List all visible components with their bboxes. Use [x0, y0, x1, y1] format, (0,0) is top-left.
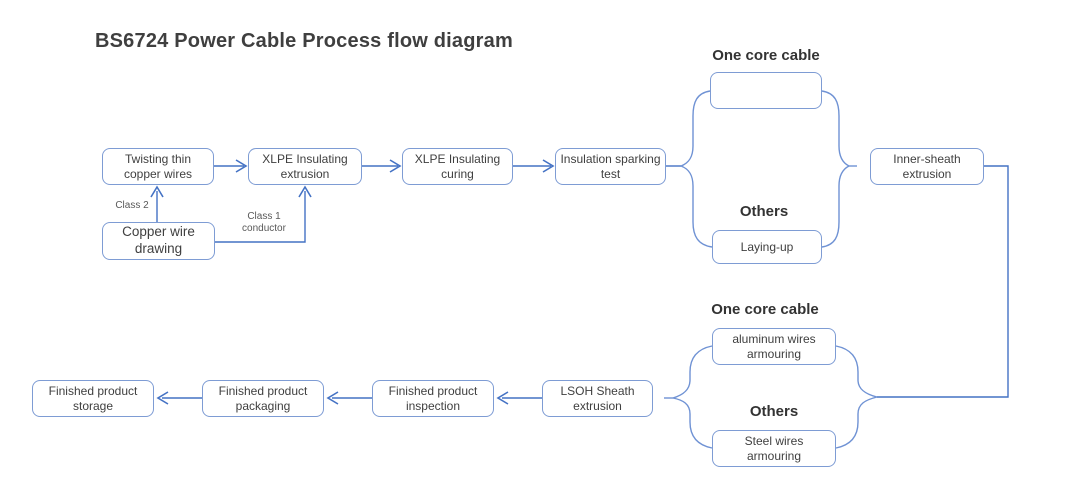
node-copper-wire-drawing: Copper wire drawing: [102, 222, 215, 260]
branch-brace-top-left: [680, 90, 713, 248]
edge-label-class-1-conductor: Class 1 conductor: [242, 211, 286, 234]
branch-brace-top-right: [821, 90, 857, 248]
node-label: Finished product inspection: [388, 383, 478, 413]
node-label: Laying-up: [740, 239, 794, 254]
node-label: LSOH Sheath extrusion: [560, 383, 635, 413]
node-label: Twisting thin copper wires: [123, 151, 193, 181]
node-twisting-thin-copper-wires: Twisting thin copper wires: [102, 148, 214, 185]
branch-label-one-core-cable-top: One core cable: [712, 47, 820, 64]
node-lsoh-sheath-extrusion: LSOH Sheath extrusion: [542, 380, 653, 417]
branch-label-one-core-cable-bottom: One core cable: [711, 301, 819, 318]
node-xlpe-insulating-curing: XLPE Insulating curing: [402, 148, 513, 185]
node-finished-product-inspection: Finished product inspection: [372, 380, 494, 417]
node-laying-up: Laying-up: [712, 230, 822, 264]
node-aluminum-wires-armouring: aluminum wires armouring: [712, 328, 836, 365]
node-finished-product-storage: Finished product storage: [32, 380, 154, 417]
node-inner-sheath-extrusion: Inner-sheath extrusion: [870, 148, 984, 185]
node-label: aluminum wires armouring: [732, 331, 816, 361]
diagram-title: BS6724 Power Cable Process flow diagram: [95, 30, 513, 52]
node-label: XLPE Insulating curing: [414, 151, 501, 181]
node-label: Inner-sheath extrusion: [893, 151, 961, 181]
branch-brace-bottom-left: [664, 345, 713, 449]
node-label: XLPE Insulating extrusion: [262, 151, 348, 181]
node-label: Steel wires armouring: [744, 433, 804, 463]
node-label: Copper wire drawing: [122, 224, 195, 256]
branch-brace-bottom-right: [835, 345, 878, 449]
node-label: Finished product storage: [48, 383, 138, 413]
node-xlpe-insulating-extrusion: XLPE Insulating extrusion: [248, 148, 362, 185]
node-insulation-sparking-test: Insulation sparking test: [555, 148, 666, 185]
flow-arrows: [150, 159, 1009, 405]
edge-label-class-2: Class 2: [115, 200, 149, 211]
node-finished-product-packaging: Finished product packaging: [202, 380, 324, 417]
branch-label-others-bottom: Others: [749, 403, 799, 420]
node-label: Finished product packaging: [218, 383, 308, 413]
branch-label-others-top: Others: [739, 203, 789, 220]
node-steel-wires-armouring: Steel wires armouring: [712, 430, 836, 467]
node-label: Insulation sparking test: [560, 151, 661, 181]
node-one-core-pass-through: [710, 72, 822, 109]
